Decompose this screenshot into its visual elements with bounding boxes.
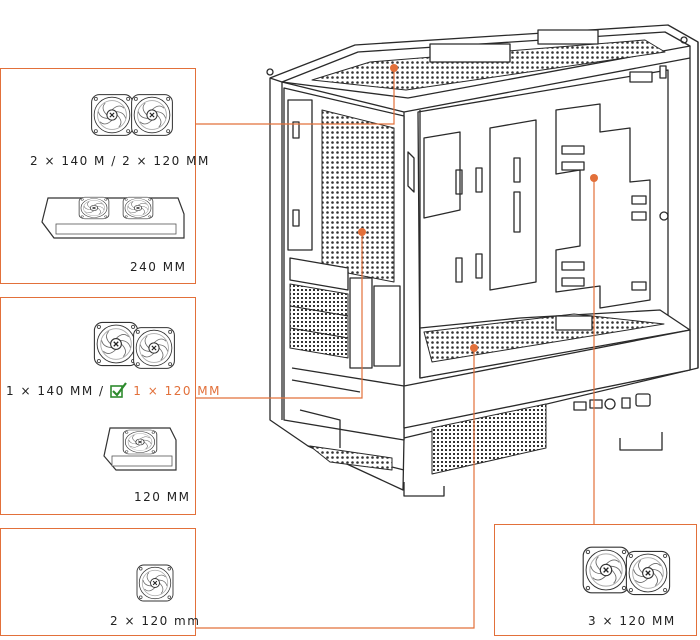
check-icon xyxy=(110,382,128,401)
front-fans-120-label: 1 × 120 MM xyxy=(133,384,222,398)
side-cooling-box xyxy=(494,524,697,636)
front-radiator-label: 120 MM xyxy=(134,490,191,504)
radiator-icon xyxy=(41,196,185,239)
pc-case-drawing xyxy=(266,24,699,497)
fan-icon xyxy=(91,94,173,136)
fan-icon xyxy=(136,564,174,602)
front-fans-140-label: 1 × 140 MM / xyxy=(6,384,105,398)
side-fans-label: 3 × 120 MM xyxy=(588,614,676,628)
fan-icon xyxy=(582,546,671,596)
top-radiator-label: 240 MM xyxy=(130,260,187,274)
top-cooling-box xyxy=(0,68,196,284)
callout-points xyxy=(358,64,598,352)
front-cooling-box xyxy=(0,297,196,515)
front-fans-label: 1 × 140 MM / 1 × 120 MM xyxy=(6,382,221,401)
callout-lines xyxy=(196,68,595,629)
bottom-fans-label: 2 × 120 mm xyxy=(110,614,201,628)
bottom-cooling-box xyxy=(0,528,196,636)
top-fans-label: 2 × 140 M / 2 × 120 MM xyxy=(30,154,210,168)
radiator-icon xyxy=(103,427,177,471)
fan-icon xyxy=(93,321,175,369)
